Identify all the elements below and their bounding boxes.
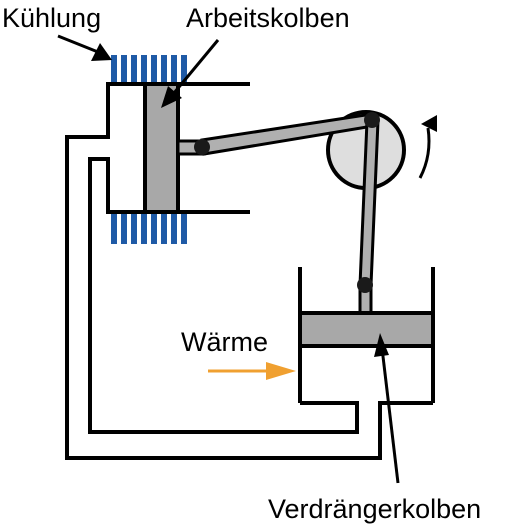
joint-pin-working	[194, 139, 210, 155]
joint-pin-crank	[364, 112, 380, 128]
cooling-fins-top	[111, 55, 187, 82]
joint-pins	[194, 112, 380, 293]
rotation-arrow-icon	[418, 115, 437, 179]
cooling-fins-bottom	[111, 214, 187, 244]
label-cooling: Kühlung	[2, 3, 101, 33]
working-piston	[143, 82, 180, 214]
label-heat: Wärme	[181, 327, 268, 357]
working-piston-leader-arrow	[161, 39, 220, 108]
heat-arrow-icon	[208, 362, 296, 380]
label-displacer-piston: Verdrängerkolben	[268, 494, 481, 524]
label-working-piston: Arbeitskolben	[186, 3, 350, 33]
cooling-fins-icon	[111, 55, 187, 244]
displacer-piston	[298, 311, 435, 348]
joint-pin-displacer	[357, 277, 373, 293]
cooling-leader-arrow	[57, 34, 112, 61]
displacer-leader-arrow	[374, 333, 400, 484]
